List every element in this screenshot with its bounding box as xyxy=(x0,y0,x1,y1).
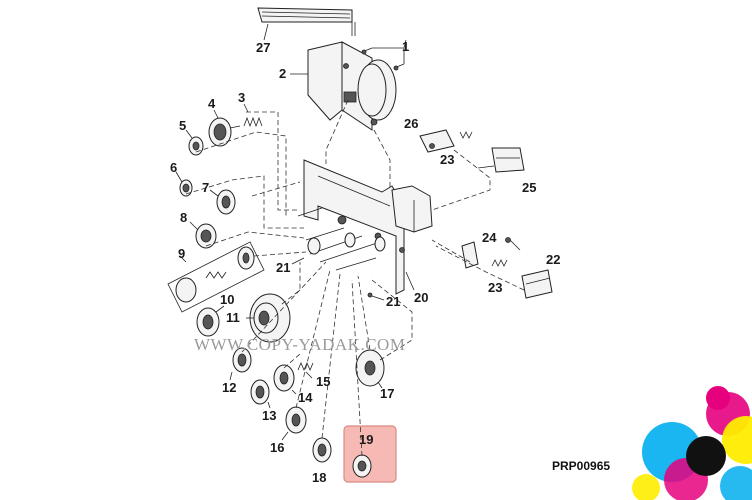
label-21b: 21 xyxy=(386,294,400,309)
label-18: 18 xyxy=(312,470,326,485)
watermark: WWW.COPY-YADAK.COM xyxy=(194,335,405,354)
gear-17 xyxy=(355,349,385,389)
label-12: 12 xyxy=(222,380,236,395)
label-19: 19 xyxy=(359,432,373,447)
gear-6 xyxy=(175,171,193,197)
label-26: 26 xyxy=(404,116,418,131)
label-15: 15 xyxy=(316,374,330,389)
label-17: 17 xyxy=(380,386,394,401)
label-7: 7 xyxy=(202,180,209,195)
spring-3 xyxy=(243,103,263,128)
spring-15 xyxy=(297,361,314,379)
solenoid-25 xyxy=(477,147,525,173)
color-logo xyxy=(632,386,752,500)
label-20: 20 xyxy=(414,290,428,305)
lever-26 xyxy=(419,129,473,153)
drawing-code: PRP00965 xyxy=(552,459,610,473)
label-16: 16 xyxy=(270,440,284,455)
label-11: 11 xyxy=(226,310,240,325)
gear-8 xyxy=(189,221,217,249)
main-frame xyxy=(303,159,433,295)
flat-cable xyxy=(257,7,356,36)
label-14: 14 xyxy=(298,390,313,405)
part-labels: 1 2 3 4 5 6 7 8 9 10 11 12 13 14 15 16 1… xyxy=(170,39,560,485)
label-27: 27 xyxy=(256,40,270,55)
gear-12 xyxy=(229,347,252,381)
gear-13 xyxy=(250,379,271,409)
gear-16 xyxy=(281,406,307,441)
assembly-lines xyxy=(185,99,525,457)
label-9: 9 xyxy=(178,246,185,261)
gear-10 xyxy=(196,305,225,337)
label-2: 2 xyxy=(279,66,286,81)
label-10: 10 xyxy=(220,292,234,307)
label-5: 5 xyxy=(179,118,186,133)
label-3: 3 xyxy=(238,90,245,105)
label-23b: 23 xyxy=(488,280,502,295)
gear-14 xyxy=(273,364,297,395)
label-6: 6 xyxy=(170,160,177,175)
label-1: 1 xyxy=(402,39,409,54)
gear-19 xyxy=(352,454,372,478)
gear-18 xyxy=(312,437,332,463)
gear-4 xyxy=(208,109,241,147)
screws xyxy=(361,39,407,71)
label-8: 8 xyxy=(180,210,187,225)
label-24: 24 xyxy=(482,230,497,245)
assembly-9-group xyxy=(167,241,265,313)
gear-5 xyxy=(185,129,204,156)
label-4: 4 xyxy=(208,96,216,111)
solenoid-22 xyxy=(521,269,553,299)
label-23a: 23 xyxy=(440,152,454,167)
gear-11 xyxy=(246,293,291,343)
gear-7 xyxy=(209,189,236,215)
label-22: 22 xyxy=(546,252,560,267)
label-21a: 21 xyxy=(276,260,290,275)
label-13: 13 xyxy=(262,408,276,423)
shafts xyxy=(297,207,386,271)
motor-assembly xyxy=(307,41,397,131)
spring-23b xyxy=(491,259,508,267)
label-25: 25 xyxy=(522,180,536,195)
